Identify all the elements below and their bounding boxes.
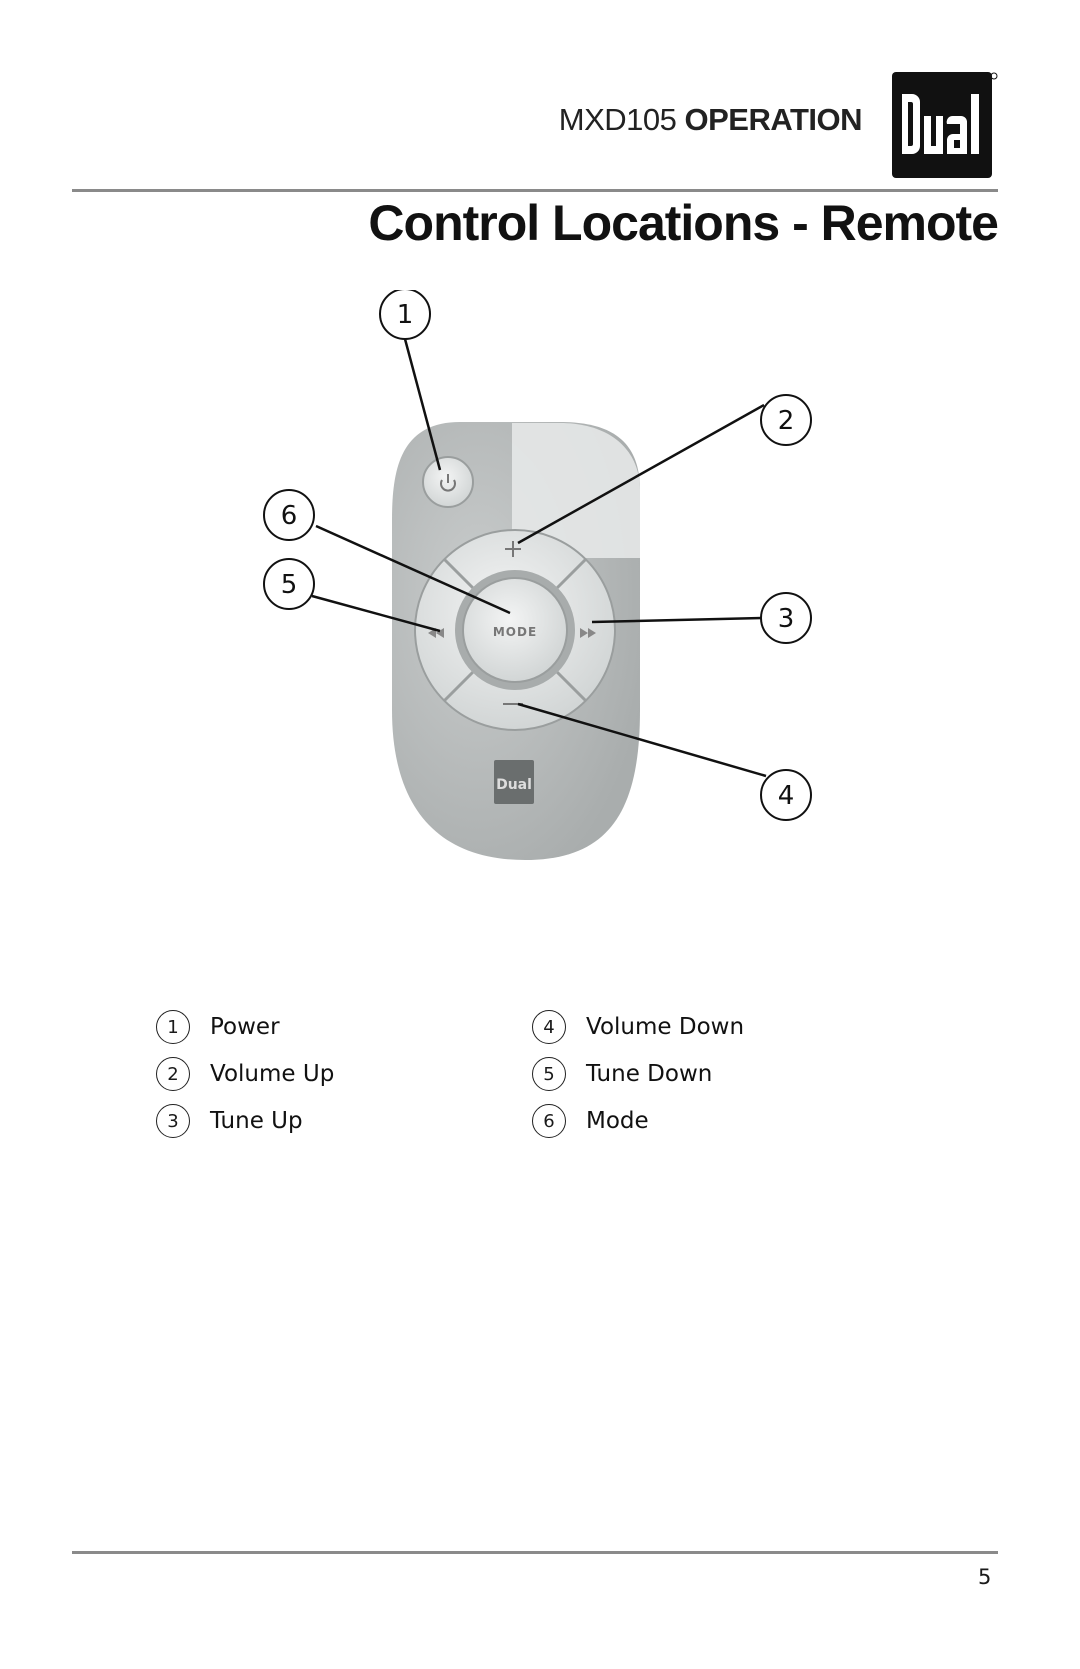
footer-rule	[72, 1551, 998, 1554]
legend-item-tune-up: 3 Tune Up	[156, 1101, 303, 1141]
svg-text:3: 3	[778, 604, 795, 634]
svg-text:Dual: Dual	[496, 777, 532, 793]
legend-number: 4	[532, 1010, 566, 1044]
volume-up-button[interactable]	[505, 541, 521, 557]
callout-6: 6	[263, 489, 315, 541]
svg-text:1: 1	[397, 300, 414, 330]
legend-label: Tune Up	[210, 1108, 303, 1134]
callout-leaders	[311, 338, 767, 778]
legend-label: Tune Down	[586, 1061, 713, 1087]
power-button[interactable]	[422, 456, 474, 508]
mode-button-label: MODE	[493, 625, 537, 639]
remote-diagram: MODE Dual 1 2 3 4 5	[263, 290, 812, 860]
leader-6	[315, 524, 511, 615]
callout-2: 2	[760, 394, 812, 446]
page-title: Control Locations - Remote	[368, 195, 999, 251]
callout-4: 4	[760, 769, 812, 821]
section-name: OPERATION	[684, 102, 863, 137]
leader-3	[591, 616, 763, 624]
callout-5: 5	[263, 558, 315, 610]
legend-number: 5	[532, 1057, 566, 1091]
callout-1: 1	[379, 290, 431, 340]
model-name: MXD105	[558, 102, 677, 137]
legend-number: 2	[156, 1057, 190, 1091]
legend-item-power: 1 Power	[156, 1007, 280, 1047]
legend-number: 6	[532, 1104, 566, 1138]
controls-legend: 1 Power 2 Volume Up 3 Tune Up 4 Volume D…	[156, 1007, 916, 1167]
header-rule	[72, 189, 998, 192]
legend-item-tune-down: 5 Tune Down	[532, 1054, 712, 1094]
legend-item-volume-up: 2 Volume Up	[156, 1054, 334, 1094]
legend-label: Mode	[586, 1108, 649, 1134]
remote-brand-badge: Dual	[494, 760, 534, 804]
legend-label: Volume Down	[586, 1014, 745, 1040]
legend-label: Volume Up	[210, 1061, 335, 1087]
page-number: 5	[978, 1565, 992, 1589]
leader-5	[311, 594, 441, 633]
mode-button[interactable]: MODE	[455, 570, 575, 690]
legend-item-mode: 6 Mode	[532, 1101, 649, 1141]
svg-text:4: 4	[778, 781, 795, 811]
legend-label: Power	[210, 1014, 280, 1040]
svg-text:2: 2	[778, 406, 795, 436]
svg-text:5: 5	[281, 570, 298, 600]
leader-1	[403, 338, 442, 471]
dual-logo	[892, 72, 998, 178]
legend-item-volume-down: 4 Volume Down	[532, 1007, 744, 1047]
leader-4	[517, 702, 767, 778]
document-header: MXD105 OPERATION	[558, 102, 863, 138]
tune-up-button[interactable]	[580, 628, 596, 638]
leader-2	[517, 403, 765, 545]
callout-3: 3	[760, 592, 812, 644]
legend-number: 3	[156, 1104, 190, 1138]
legend-number: 1	[156, 1010, 190, 1044]
svg-text:6: 6	[281, 501, 298, 531]
